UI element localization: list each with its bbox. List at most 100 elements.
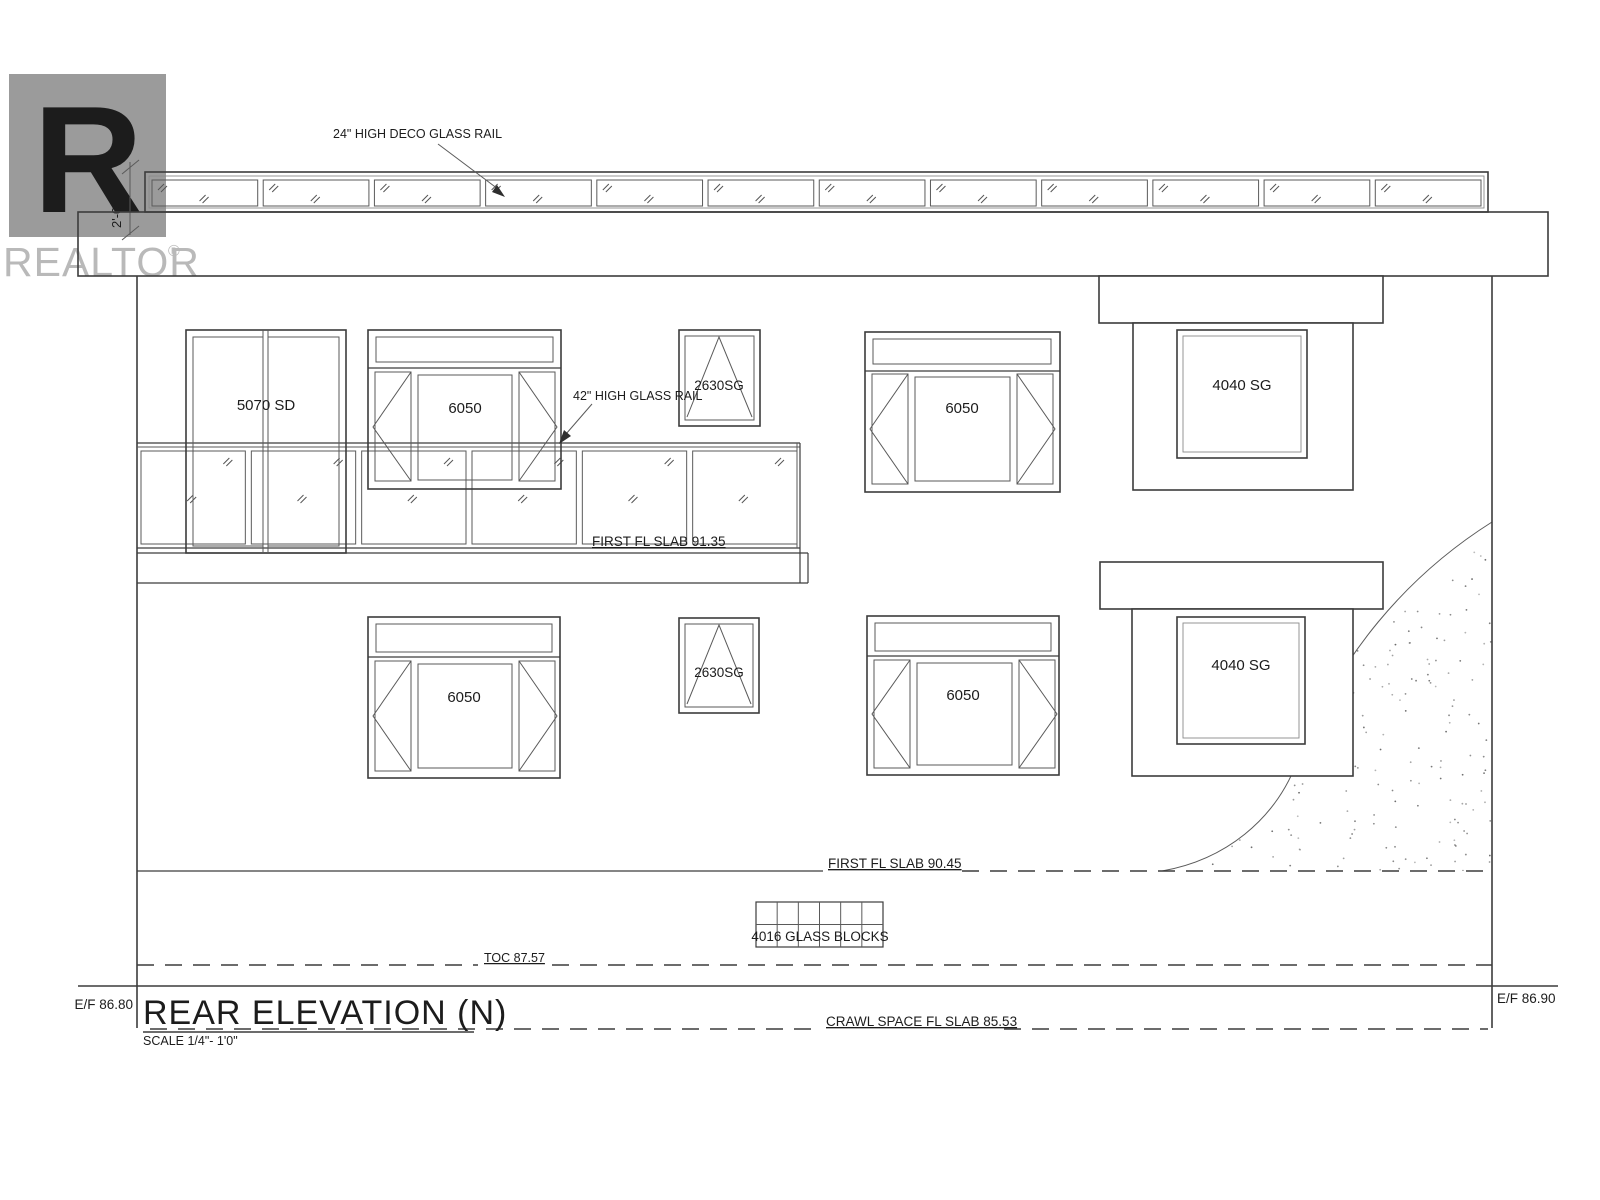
- glazing-hatch-icon: [936, 183, 943, 191]
- deco-rail-panel: [1152, 179, 1260, 207]
- glazing-hatch-icon: [602, 183, 610, 191]
- deco-rail-panel: [1263, 179, 1371, 207]
- glazing-hatch-icon: [310, 194, 318, 202]
- label-6050-upper-right: 6050: [945, 400, 978, 417]
- glazing-hatch-icon: [1088, 194, 1096, 202]
- glazing-hatch-icon: [297, 494, 304, 502]
- glass-rail-panel: [471, 450, 577, 545]
- glazing-hatch-icon: [977, 194, 985, 202]
- drawing-scale: SCALE 1/4"- 1'0": [143, 1034, 238, 1048]
- level-first-fl-lower: FIRST FL SLAB 90.45: [137, 856, 1490, 872]
- glazing-hatch-icon: [713, 183, 721, 191]
- label-glass-blocks: 4016 GLASS BLOCKS: [751, 929, 888, 944]
- label-5070sd: 5070 SD: [237, 397, 296, 414]
- glazing-hatch-icon: [869, 196, 877, 204]
- glazing-hatch-icon: [1047, 183, 1055, 191]
- glazing-hatch-icon: [644, 194, 651, 202]
- deco-rail-panel: [596, 179, 704, 207]
- glazing-hatch-icon: [827, 185, 835, 193]
- glazing-hatch-icon: [758, 196, 765, 204]
- glazing-hatch-icon: [1161, 185, 1169, 193]
- bay-header-lower: [1099, 561, 1384, 610]
- glazing-hatch-icon: [1269, 183, 1277, 191]
- glazing-hatch-icon: [631, 496, 638, 504]
- label-4040-lower: 4040 SG: [1211, 657, 1270, 674]
- glazing-hatch-icon: [738, 494, 746, 502]
- glass-blocks: 4016 GLASS BLOCKS: [751, 901, 889, 948]
- label-2630sg-upper: 2630SG: [694, 378, 744, 393]
- deco-glass-rail: [144, 171, 1489, 213]
- glazing-hatch-icon: [532, 194, 540, 202]
- casement-swing-icon: [1018, 659, 1058, 769]
- annotation-glass-rail: 42" HIGH GLASS RAIL: [559, 389, 703, 444]
- leader-arrow-icon: [492, 185, 505, 197]
- glazing-hatch-icon: [300, 496, 307, 504]
- glass-rail-panel: [692, 450, 798, 545]
- glazing-hatch-icon: [202, 196, 209, 204]
- window-5070sd: 5070 SD: [185, 329, 347, 554]
- glazing-hatch-icon: [628, 494, 635, 502]
- window-2630sg-upper: 2630SG: [678, 329, 761, 427]
- bay-box-upper: [1132, 322, 1354, 491]
- drawing-title: REAR ELEVATION (N): [143, 994, 507, 1032]
- window-6050-upper-left: 6050: [367, 329, 562, 490]
- glazing-hatch-icon: [421, 194, 429, 202]
- realtor-logo-letter: R: [33, 75, 143, 245]
- annotation-deco-rail: 24" HIGH DECO GLASS RAIL: [333, 127, 505, 197]
- glazing-hatch-icon: [824, 183, 832, 191]
- glazing-hatch-icon: [605, 185, 613, 193]
- level-label-first-fl-upper: FIRST FL SLAB 91.35: [592, 534, 726, 549]
- window-6050-lower-left: 6050: [367, 616, 561, 779]
- level-label-ef-right: E/F 86.90: [1497, 991, 1556, 1006]
- glazing-hatch-icon: [939, 185, 946, 193]
- glazing-hatch-icon: [160, 185, 168, 193]
- label-6050-lower-left: 6050: [447, 689, 480, 706]
- glazing-hatch-icon: [520, 496, 528, 504]
- glazing-hatch-icon: [535, 196, 543, 204]
- glazing-hatch-icon: [407, 494, 415, 502]
- dimension-label: 2'-0": [109, 202, 124, 228]
- glazing-hatch-icon: [410, 496, 418, 504]
- glazing-hatch-icon: [777, 459, 785, 467]
- glazing-hatch-icon: [1272, 185, 1280, 193]
- glass-rail-42: FIRST FL SLAB 91.35: [137, 442, 809, 584]
- label-6050-lower-right: 6050: [946, 687, 979, 704]
- glazing-hatch-icon: [755, 194, 762, 202]
- realtor-logo-square: [9, 74, 166, 237]
- glazing-hatch-icon: [866, 194, 874, 202]
- casement-swing-icon: [869, 373, 909, 485]
- deco-rail-panel: [485, 179, 592, 207]
- glass-block-grid: [756, 902, 883, 947]
- awning-swing-icon: [686, 335, 753, 418]
- bay-header-upper: [1098, 275, 1384, 324]
- deco-rail-panel: [262, 179, 370, 207]
- glass-rail-42-panels: [140, 450, 798, 545]
- bay-upper: [1098, 275, 1384, 491]
- deco-rail-panel: [707, 179, 815, 207]
- casement-swing-icon: [518, 371, 558, 482]
- level-label-crawl: CRAWL SPACE FL SLAB 85.53: [826, 1014, 1017, 1029]
- annotation-deco-rail-text: 24" HIGH DECO GLASS RAIL: [333, 127, 502, 141]
- glazing-hatch-icon: [157, 183, 165, 191]
- window-6050-lower-right: 6050: [866, 615, 1060, 776]
- level-label-toc: TOC 87.57: [484, 951, 545, 965]
- registered-symbol: ®: [168, 243, 180, 260]
- glazing-hatch-icon: [647, 196, 654, 204]
- glazing-hatch-icon: [268, 183, 276, 191]
- leader-arrow-icon: [559, 430, 571, 444]
- casement-swing-icon: [518, 660, 558, 772]
- label-4040-upper: 4040 SG: [1212, 377, 1271, 394]
- height-dimension-2-0: 2'-0": [109, 159, 140, 241]
- fascia-band: [77, 211, 1549, 277]
- deco-rail-panel: [818, 179, 926, 207]
- level-toc: TOC 87.57: [137, 951, 1492, 966]
- glass-rail-panel: [581, 450, 688, 545]
- label-2630sg-lower: 2630SG: [694, 665, 744, 680]
- glazing-hatch-icon: [1314, 196, 1322, 204]
- window-4040-upper: 4040 SG: [1176, 329, 1308, 459]
- glazing-hatch-icon: [186, 494, 194, 502]
- deco-rail-panel: [1041, 179, 1148, 207]
- glazing-hatch-icon: [1203, 196, 1210, 204]
- bay-lower: [1099, 561, 1384, 777]
